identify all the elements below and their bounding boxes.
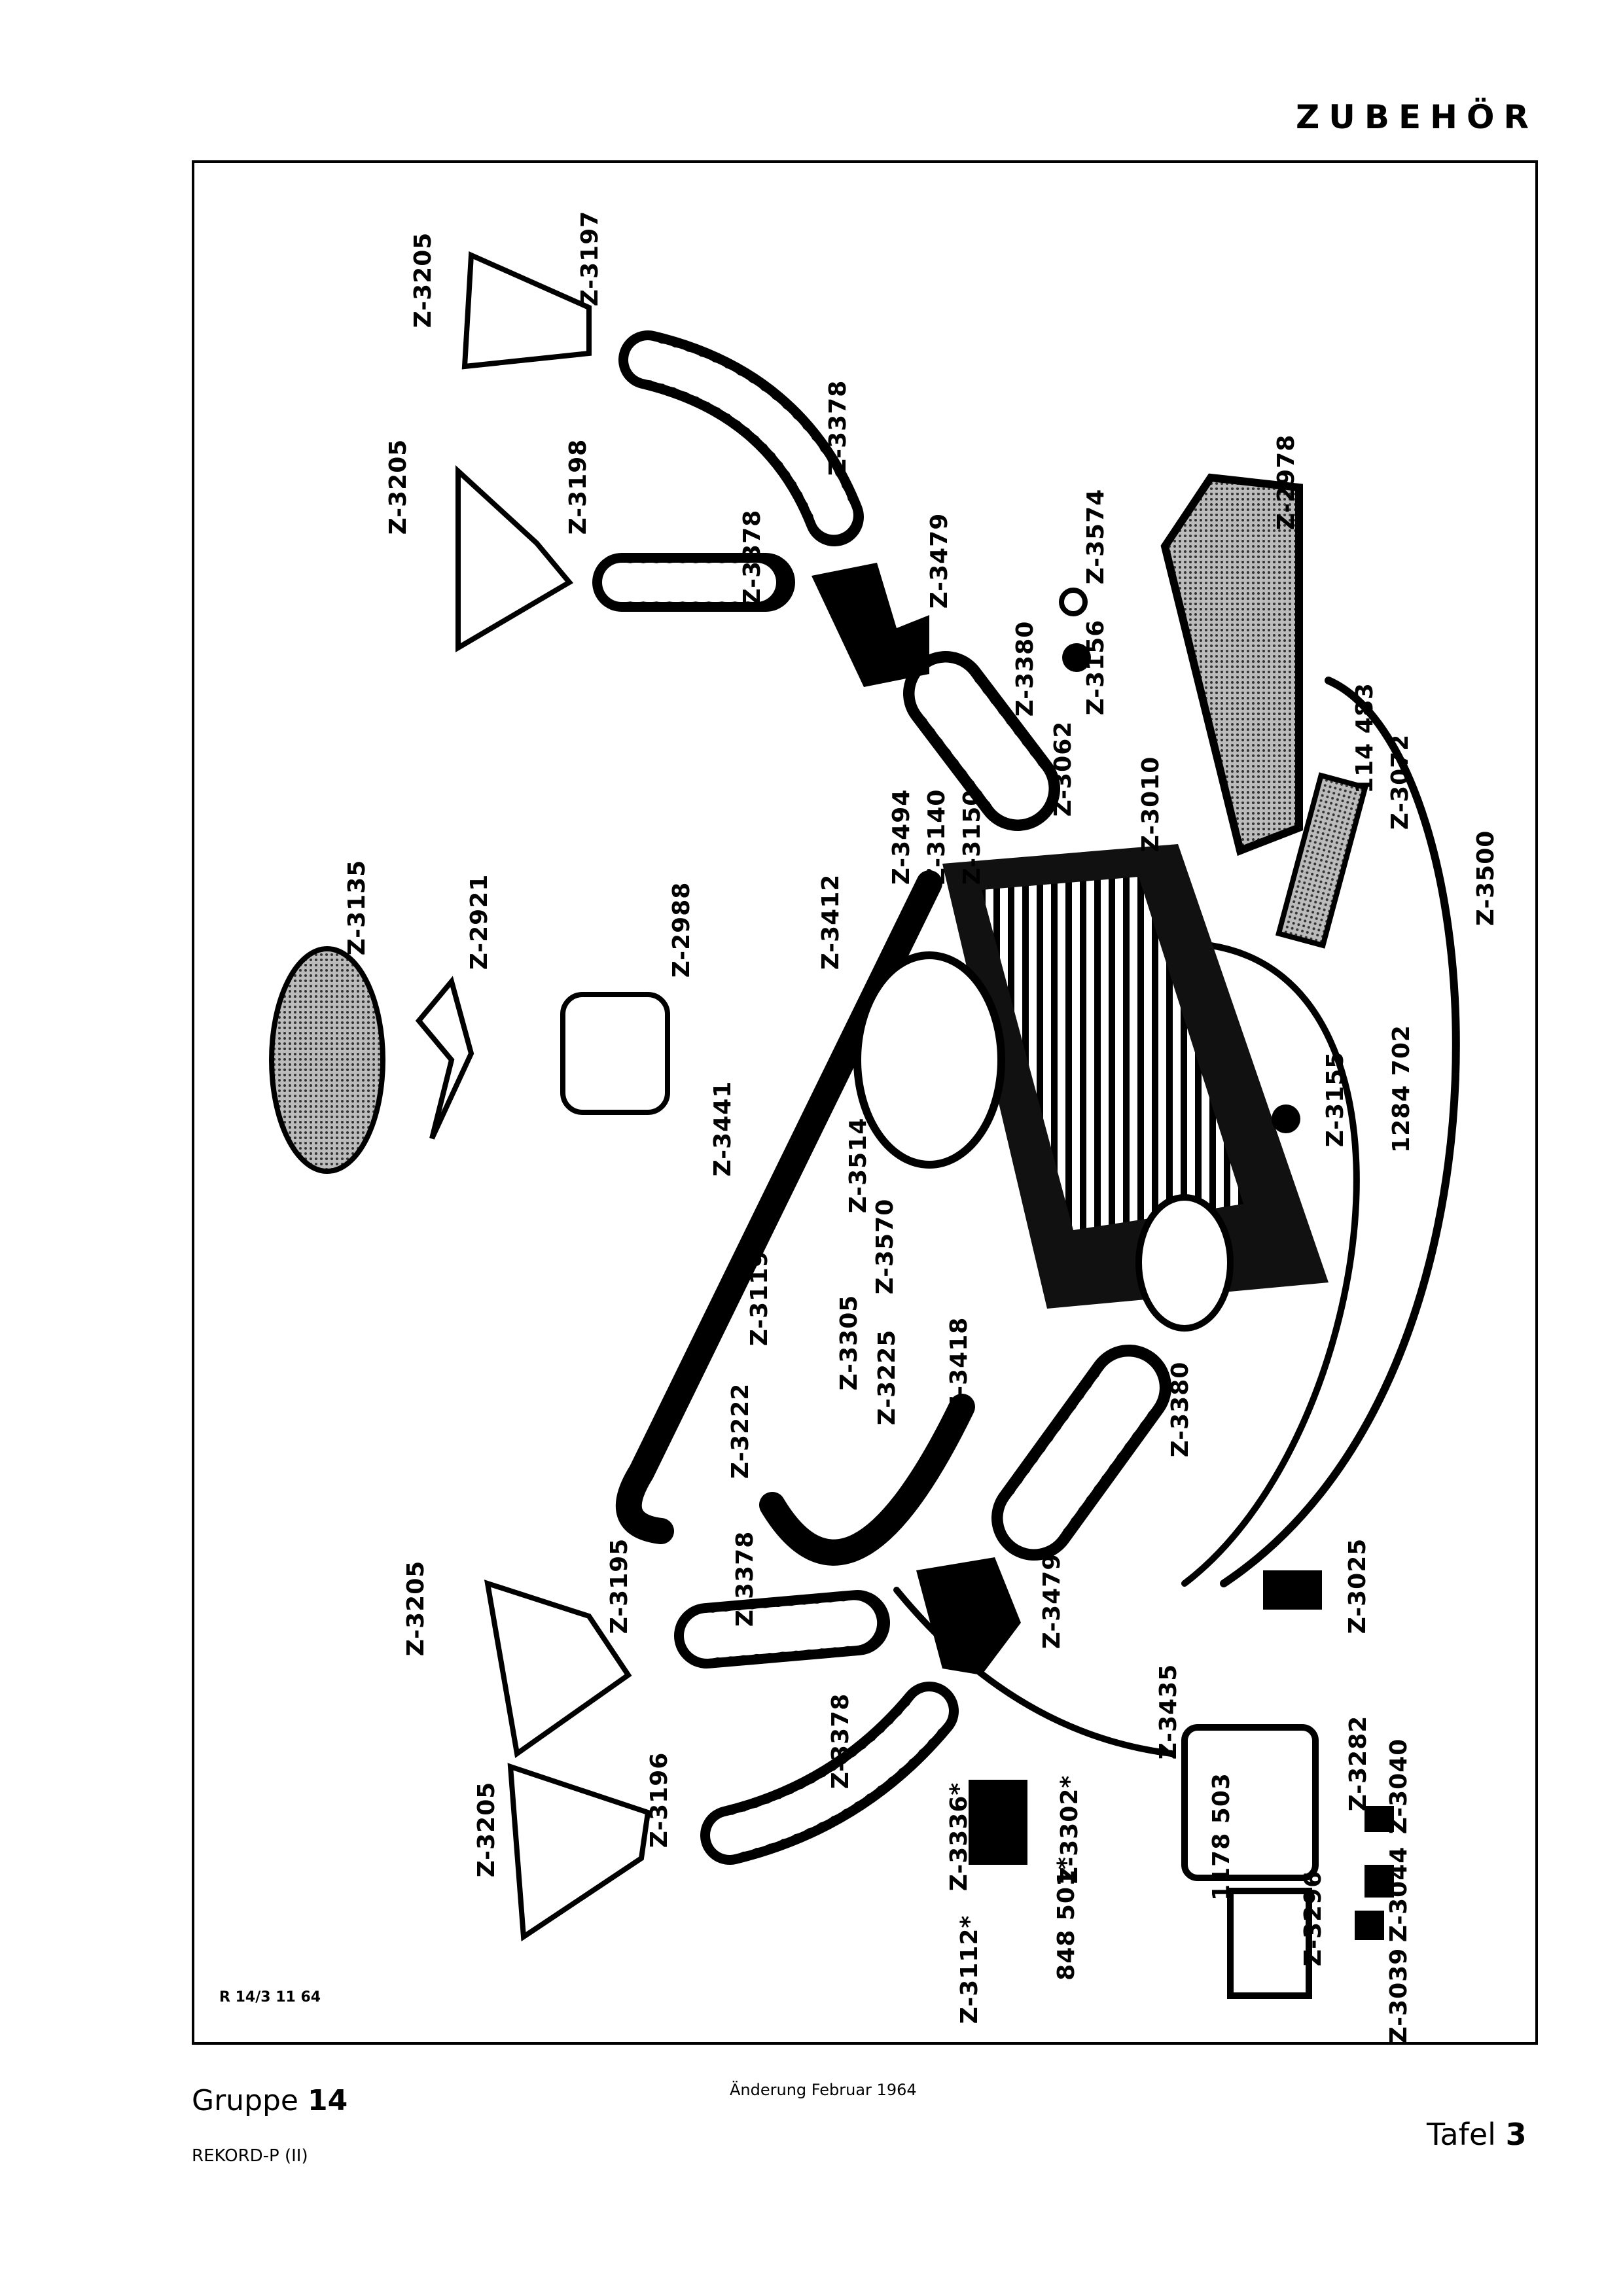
cable-z3435 xyxy=(893,1587,1175,1757)
part-label: Z-2921 xyxy=(466,874,493,970)
part-label: Z-3435 xyxy=(1155,1663,1182,1760)
part-label: Z-3196 xyxy=(646,1752,673,1848)
part-label: Z-3010 xyxy=(1137,756,1164,853)
part-label: Z-3119 xyxy=(746,1250,773,1347)
part-label: Z-3062 xyxy=(1050,720,1077,817)
knob-z3040 xyxy=(1364,1806,1394,1832)
part-label: 1178 503 xyxy=(1208,1773,1235,1901)
part-label: Z-3570 xyxy=(872,1198,899,1295)
y-piece-z3479-top xyxy=(812,563,929,687)
section-title: ZUBEHÖR xyxy=(1296,98,1538,136)
group-label: Gruppe xyxy=(192,2084,299,2117)
nozzle-bottom-1 xyxy=(484,1580,632,1758)
nozzle-top-1 xyxy=(461,251,592,370)
part-label: Z-3155 xyxy=(1322,1051,1349,1148)
part-label: Z-3378 xyxy=(827,1693,854,1790)
group-number: 14 xyxy=(308,2084,348,2117)
nozzle-bottom-2 xyxy=(507,1763,651,1942)
part-label: 848 501* xyxy=(1053,1856,1080,1981)
washer-z3574 xyxy=(1059,588,1088,616)
part-label: Z-3514 xyxy=(845,1117,872,1214)
part-label: Z-3156 xyxy=(1082,619,1109,716)
part-label: Z-3205 xyxy=(402,1560,429,1657)
model-name: REKORD-P (II) xyxy=(192,2146,308,2166)
bracket-z3302 xyxy=(969,1780,1027,1865)
part-label: Z-3380 xyxy=(1012,620,1039,717)
change-note: Änderung Februar 1964 xyxy=(730,2081,917,2099)
part-label: Z-3305 xyxy=(836,1294,863,1391)
part-label: Z-3205 xyxy=(385,438,412,535)
part-label: Z-3150 xyxy=(959,788,986,885)
cover-z3296 xyxy=(1227,1888,1312,1999)
nozzle-top-2 xyxy=(455,465,574,652)
fan-z2921 xyxy=(415,976,474,1140)
part-label: Z-3500 xyxy=(1472,830,1499,927)
knob-z3044 xyxy=(1364,1865,1394,1898)
grommet-z3156 xyxy=(1062,643,1091,672)
radiator-z2978 xyxy=(1160,473,1303,857)
part-label: Z-3044 xyxy=(1385,1846,1412,1943)
part-label: Z-3140 xyxy=(923,788,950,885)
diagram-frame xyxy=(192,160,1538,2045)
part-label: Z-3412 xyxy=(817,874,844,970)
part-label: Z-3135 xyxy=(344,859,370,956)
plate-reference: R 14/3 11 64 xyxy=(219,1989,321,2005)
part-label: 1284 702 xyxy=(1388,1025,1415,1153)
plate-number: 3 xyxy=(1505,2117,1527,2152)
ring-z3135 xyxy=(269,946,385,1174)
plate-heading: Tafel 3 xyxy=(1427,2117,1527,2152)
part-label: Z-3112* xyxy=(956,1915,983,2024)
cable-z3500 xyxy=(1220,677,1460,1587)
part-label: Z-3378 xyxy=(825,380,851,476)
part-label: 114 483 xyxy=(1351,682,1378,794)
plate-label: Tafel xyxy=(1427,2117,1496,2152)
heater-hose-z3418 xyxy=(759,1394,975,1566)
part-label: Z-3380 xyxy=(1167,1361,1194,1458)
part-label: Z-3479 xyxy=(1039,1553,1065,1650)
heater-hose-z3412 xyxy=(615,870,942,1544)
gasket-z3072 xyxy=(1275,772,1369,949)
part-label: Z-3494 xyxy=(888,788,915,885)
knob-z3039 xyxy=(1355,1911,1384,1940)
part-label: Z-3574 xyxy=(1082,488,1109,585)
motor-z2988 xyxy=(560,992,670,1115)
part-label: Z-3025 xyxy=(1344,1538,1371,1634)
part-label: Z-3296 xyxy=(1300,1870,1327,1967)
part-label: Z-3039 xyxy=(1385,1947,1412,2044)
part-label: Z-3378 xyxy=(739,509,766,606)
part-label: Z-3441 xyxy=(709,1080,736,1177)
cable-1284702 xyxy=(1181,942,1360,1587)
part-label: Z-3205 xyxy=(410,232,437,328)
part-label: Z-3378 xyxy=(732,1530,758,1627)
part-label: Z-2978 xyxy=(1273,434,1300,531)
control-unit-z3282 xyxy=(1181,1724,1319,1881)
part-label: Z-3479 xyxy=(926,512,953,609)
y-piece-z3479-bottom xyxy=(916,1557,1021,1675)
part-label: Z-3336* xyxy=(946,1782,972,1892)
part-label: Z-3072 xyxy=(1387,733,1414,830)
part-label: Z-3222 xyxy=(727,1383,754,1479)
part-label: Z-3418 xyxy=(946,1316,972,1413)
part-label: Z-3225 xyxy=(874,1329,901,1426)
part-label: Z-3198 xyxy=(565,438,592,535)
part-label: Z-3040 xyxy=(1385,1738,1412,1835)
part-label: Z-3195 xyxy=(606,1538,633,1634)
part-label: Z-2988 xyxy=(668,881,695,978)
part-label: Z-3205 xyxy=(473,1781,500,1878)
lever-z3025 xyxy=(1263,1570,1322,1610)
group-heading: Gruppe 14 xyxy=(192,2084,348,2117)
heater-fan-opening xyxy=(853,951,1005,1169)
part-label: Z-3197 xyxy=(577,210,603,307)
part-label: Z-3282 xyxy=(1345,1715,1372,1812)
knob-z3155 xyxy=(1272,1104,1300,1133)
